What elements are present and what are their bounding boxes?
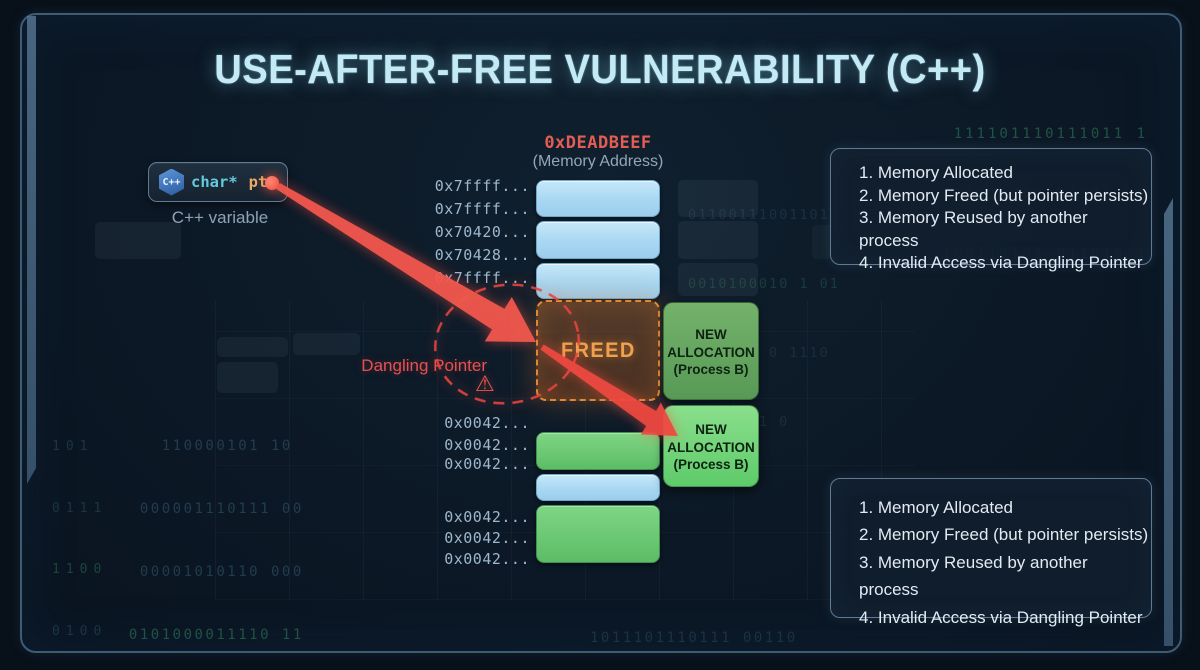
ghost-memory-cell xyxy=(678,221,758,259)
memory-block-reused xyxy=(536,432,660,470)
allocation-line: (Process B) xyxy=(673,362,749,377)
left-rail-decoration xyxy=(27,16,36,484)
new-allocation-box-2: NEW ALLOCATION (Process B) xyxy=(663,405,759,487)
memory-block-allocated xyxy=(536,474,660,501)
pointer-variable-box: C++ char*ptr xyxy=(148,162,288,202)
page-title: USE-AFTER-FREE VULNERABILITY (C++) xyxy=(214,46,986,92)
ghost-memory-cell xyxy=(678,263,758,296)
pointer-origin-dot-icon xyxy=(265,176,279,190)
allocation-line: ALLOCATION xyxy=(667,439,755,455)
pointer-type-text: char* xyxy=(191,173,238,191)
memory-address-caption: (Memory Address) xyxy=(532,153,664,170)
address-label: 0x0042... xyxy=(444,455,530,473)
memory-block-allocated xyxy=(536,263,660,299)
step-item: 4. Invalid Access via Dangling Pointer xyxy=(859,607,1143,627)
step-item: 2. Memory Freed (but pointer persists) xyxy=(859,525,1149,545)
address-label: 0x7ffff... xyxy=(434,177,530,195)
memory-block-reused xyxy=(536,505,660,563)
ghost-memory-cell xyxy=(678,180,758,217)
allocation-line: NEW xyxy=(695,422,727,437)
step-item: 4. Invalid Access via Dangling Pointer xyxy=(859,253,1143,273)
address-label: 0x0042... xyxy=(444,529,530,547)
step-item: 3. Memory Reused by another process xyxy=(859,208,1088,250)
memory-block-freed: FREED xyxy=(536,300,660,401)
address-label: 0x0042... xyxy=(444,414,530,432)
memory-address-value: 0xDEADBEEF xyxy=(544,133,652,153)
address-label: 0x0042... xyxy=(444,508,530,526)
address-label: 0x70428... xyxy=(434,246,530,264)
new-allocation-box-1: NEW ALLOCATION (Process B) xyxy=(663,302,759,400)
step-item: 2. Memory Freed (but pointer persists) xyxy=(859,185,1149,205)
address-label: 0x0042... xyxy=(444,436,530,454)
dangling-pointer-label: Dangling Pointer xyxy=(361,356,487,375)
ghost-memory-cell xyxy=(217,337,288,357)
cpp-logo-icon: C++ xyxy=(159,168,184,196)
address-label: 0x70420... xyxy=(434,223,530,241)
steps-panel-bottom: 1. Memory Allocated 2. Memory Freed (but… xyxy=(830,478,1152,627)
address-label: 0x7ffff... xyxy=(434,269,530,287)
step-item: 3. Memory Reused by another process xyxy=(859,552,1088,600)
freed-label: FREED xyxy=(560,338,636,362)
address-label: 0x7ffff... xyxy=(434,200,530,218)
memory-block-allocated xyxy=(536,180,660,217)
address-label: 0x0042... xyxy=(444,550,530,568)
steps-panel-top: 1. Memory Allocated 2. Memory Freed (but… xyxy=(830,148,1152,272)
right-rail-decoration xyxy=(1164,198,1173,646)
allocation-line: ALLOCATION xyxy=(667,344,755,360)
memory-block-allocated xyxy=(536,221,660,259)
ghost-memory-cell xyxy=(293,333,360,355)
ghost-memory-cell xyxy=(217,362,278,393)
pointer-caption: C++ variable xyxy=(171,208,269,227)
step-item: 1. Memory Allocated xyxy=(859,163,1014,182)
allocation-line: NEW xyxy=(695,327,727,342)
ghost-memory-cell xyxy=(95,222,181,259)
step-item: 1. Memory Allocated xyxy=(859,498,1014,517)
warning-icon: ⚠ xyxy=(475,372,495,397)
allocation-line: (Process B) xyxy=(673,457,749,472)
